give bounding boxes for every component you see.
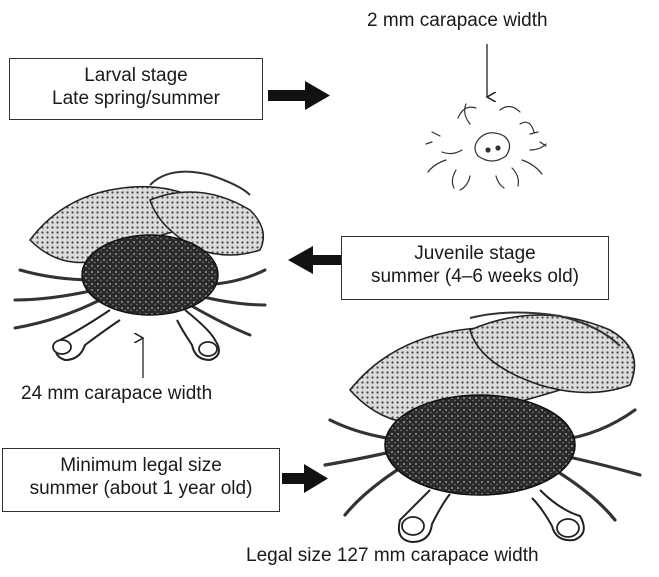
legal-size-crab-illustration (325, 312, 640, 542)
juvenile-arrow (288, 246, 341, 274)
juvenile-crab-illustration (15, 172, 265, 360)
larval-arrow (268, 81, 330, 110)
larval-crab-sketch (426, 104, 546, 190)
legal-arrow (282, 464, 328, 493)
